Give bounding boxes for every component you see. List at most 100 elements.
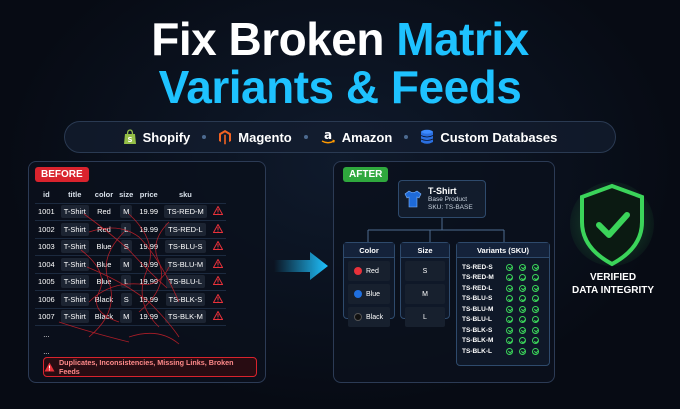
check-icon [506, 316, 513, 324]
check-icon [519, 295, 526, 303]
amazon-logo-icon: a [321, 129, 335, 144]
table-cell: T-Shirt [60, 257, 89, 271]
check-icon [506, 305, 513, 313]
table-cell: 19.99 [136, 272, 162, 291]
check-icon [506, 295, 513, 303]
table-cell: Black [91, 307, 117, 326]
check-icon [519, 337, 526, 345]
table-cell: TS-BLK-M [164, 310, 206, 324]
check-icon [532, 326, 539, 334]
column-header: color [94, 190, 114, 200]
check-icon [519, 305, 526, 313]
table-cell: ... [35, 325, 58, 343]
platform-label: Custom Databases [440, 129, 558, 145]
table-row: ... [35, 325, 226, 343]
svg-text:a: a [324, 129, 332, 142]
table-cell: M [120, 257, 133, 271]
table-cell: T-Shirt [60, 205, 89, 219]
color-box: Color Red Blue Black [343, 242, 395, 327]
table-cell: 1002 [35, 220, 58, 238]
product-name: T-Shirt [428, 185, 457, 196]
headline-line-1: Fix Broken Matrix [0, 16, 680, 62]
platform-shopify: S Shopify [123, 129, 190, 145]
check-icon [506, 326, 513, 334]
table-cell: 1001 [35, 202, 58, 221]
table-cell: S [120, 292, 132, 306]
platform-amazon: a Amazon [320, 129, 393, 145]
check-icon [532, 316, 539, 324]
column-header: size [119, 190, 134, 200]
check-icon [519, 274, 526, 282]
color-swatch [354, 313, 362, 321]
svg-text:S: S [127, 136, 132, 144]
check-icon [532, 337, 539, 345]
color-option-red: Red [348, 261, 390, 281]
verified-shield-icon [570, 182, 654, 267]
before-panel: BEFORE id title color size price sku 100… [28, 161, 266, 383]
variant-row: TS-RED-L [457, 283, 549, 294]
table-cell: T-Shirt [60, 275, 89, 289]
variant-row: TS-BLK-S [457, 325, 549, 336]
variants-list: TS-RED-S TS-RED-M TS-RED-L TS-BLU-S TS-B… [457, 258, 549, 357]
color-swatch [354, 290, 362, 298]
arrow-right-icon [274, 252, 328, 280]
database-icon [421, 129, 434, 144]
platform-label: Amazon [341, 129, 393, 145]
table-cell: TS-BLU-L [165, 275, 206, 289]
headline-text-a: Fix Broken [151, 13, 397, 65]
table-row: 1003 T-Shirt Blue S 19.99 TS-BLU-S [35, 237, 226, 256]
table-cell: 19.99 [136, 237, 162, 256]
check-icon [506, 337, 513, 345]
check-icon [506, 347, 513, 355]
table-cell: Red [91, 220, 117, 238]
table-cell: 1004 [35, 255, 58, 273]
table-cell: S [120, 240, 132, 254]
table-cell: L [121, 275, 132, 289]
table-cell: Red [91, 202, 117, 221]
color-option-black: Black [348, 307, 390, 327]
table-cell: 19.99 [136, 290, 162, 308]
table-cell: 19.99 [136, 202, 162, 221]
table-row: ... [35, 343, 226, 361]
table-cell: T-Shirt [60, 310, 89, 324]
table-cell: TS-RED-L [165, 222, 206, 236]
warning-icon [212, 258, 224, 268]
table-cell: T-Shirt [60, 240, 89, 254]
table-cell: 19.99 [136, 307, 162, 326]
table-cell: TS-BLU-S [165, 240, 206, 254]
table-cell: ... [43, 347, 50, 357]
before-tag: BEFORE [35, 167, 89, 182]
table-cell: 19.99 [136, 220, 162, 238]
column-header: title [68, 190, 82, 200]
error-summary-text: Duplicates, Inconsistencies, Missing Lin… [58, 358, 234, 376]
check-icon [519, 347, 526, 355]
after-panel: AFTER T-Shirt Base Product SKU: TS-BASE … [333, 161, 555, 383]
warning-icon [212, 240, 224, 251]
table-cell: M [120, 310, 133, 324]
variant-row: TS-BLU-S [457, 294, 549, 305]
after-tag: AFTER [343, 167, 389, 182]
table-cell: TS-RED-M [164, 205, 207, 219]
table-cell: Blue [91, 237, 117, 256]
size-option: L [405, 307, 445, 327]
check-icon [532, 347, 539, 355]
platform-custom-databases: Custom Databases [420, 129, 557, 145]
magento-logo-icon [219, 130, 232, 145]
check-icon [532, 274, 539, 282]
table-cell: 19.99 [136, 255, 162, 273]
check-icon [532, 284, 539, 292]
table-row: 1005 T-Shirt Blue L 19.99 TS-BLU-L [35, 272, 226, 291]
table-cell: Blue [91, 272, 117, 291]
headline-text-b: Matrix [396, 13, 529, 65]
size-option: S [405, 261, 445, 281]
shopify-bag-icon: S [123, 129, 136, 144]
warning-icon [212, 205, 224, 216]
base-product-card: T-Shirt Base Product SKU: TS-BASE [398, 180, 486, 218]
check-icon [519, 326, 526, 334]
table-row: 1006 T-Shirt Black S 19.99 TS-BLK-S [35, 290, 226, 308]
warning-icon [212, 310, 224, 321]
size-option: M [405, 284, 445, 304]
platform-magento: Magento [218, 129, 292, 145]
table-row: 1004 T-Shirt Blue M 19.99 TS-BLU-M [35, 255, 226, 273]
check-icon [532, 305, 539, 313]
